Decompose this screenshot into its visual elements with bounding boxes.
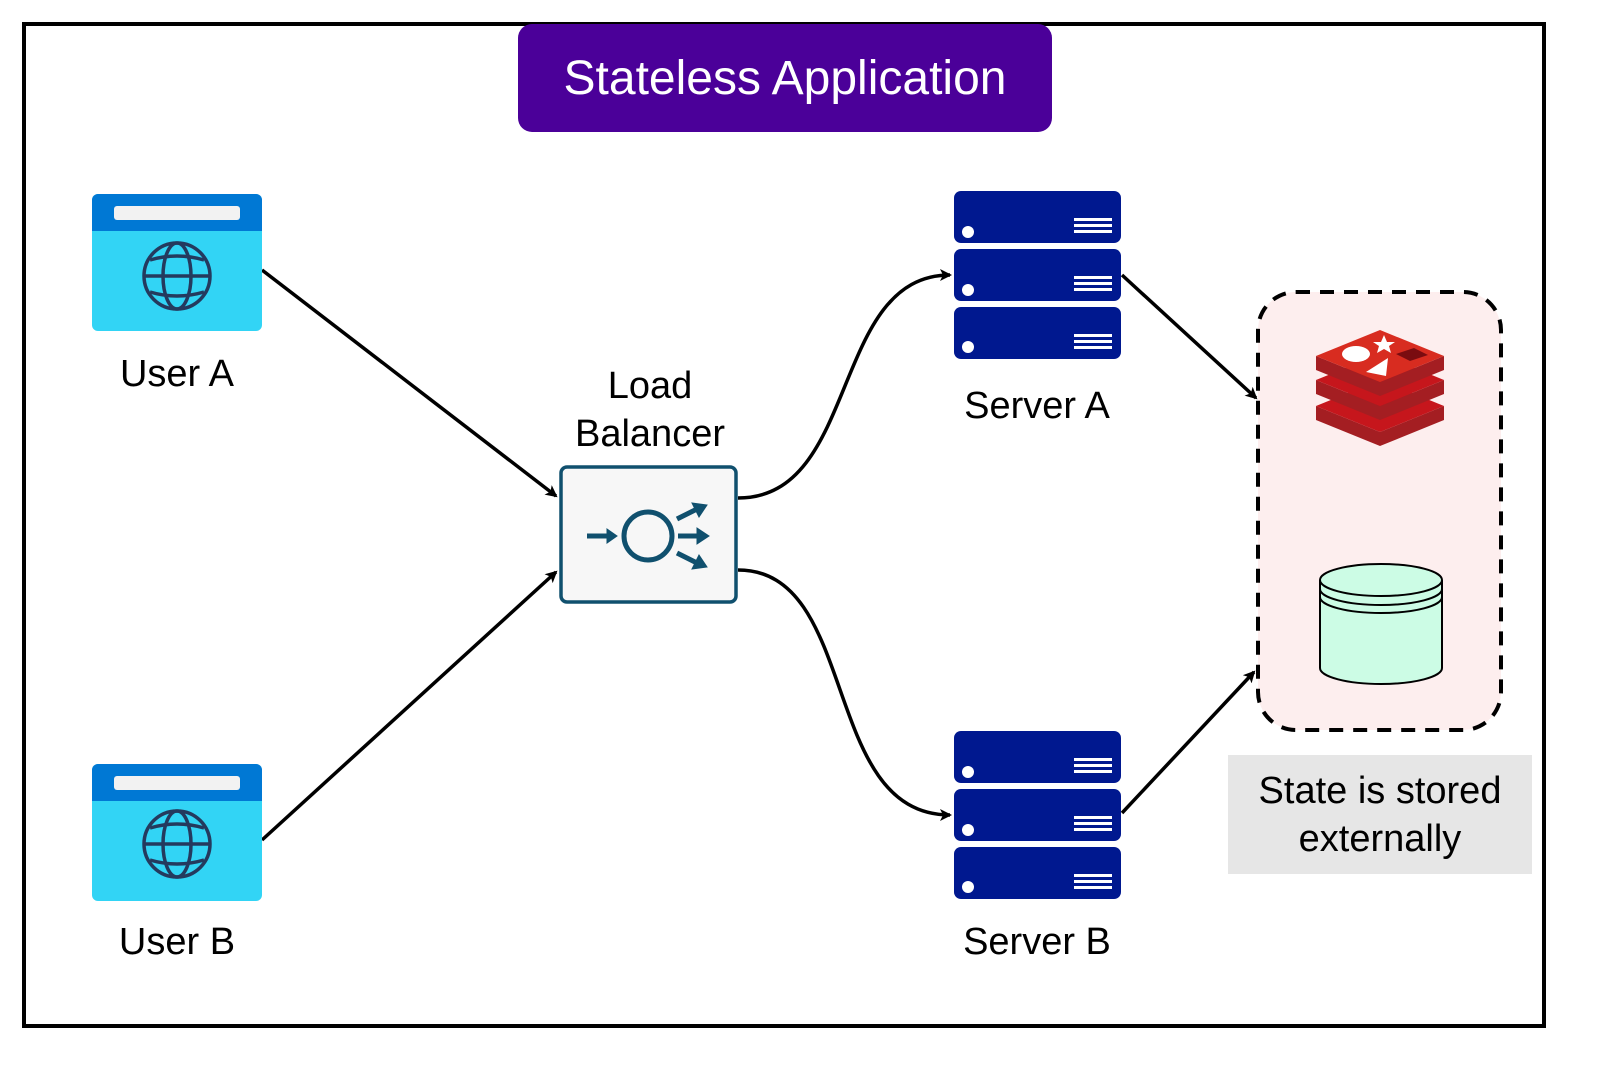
- state-note-line1: State is stored: [1258, 769, 1502, 812]
- database-icon[interactable]: [1319, 563, 1443, 685]
- browser-globe-icon-user-b[interactable]: [92, 764, 262, 901]
- server-unit: [954, 191, 1121, 243]
- user-b-label: User B: [118, 921, 236, 963]
- load-balancer-label-line2: Balancer: [575, 413, 725, 455]
- edge-load-balancer-to-server-a: [737, 269, 952, 500]
- server-rack-icon-server-b[interactable]: [954, 731, 1121, 899]
- load-balancer-icon[interactable]: [559, 465, 738, 604]
- title-text: Stateless Application: [563, 51, 1007, 105]
- server-a-label: Server A: [964, 385, 1110, 427]
- server-rack-icon-server-a[interactable]: [954, 191, 1121, 359]
- state-note-line2: externally: [1298, 817, 1462, 860]
- browser-globe-icon-user-a[interactable]: [92, 194, 262, 331]
- edge-user-b-to-load-balancer: [260, 570, 558, 842]
- server-b-label: Server B: [963, 921, 1111, 963]
- state-note: State is stored externally: [1228, 755, 1532, 874]
- edge-user-a-to-load-balancer: [260, 268, 558, 498]
- edge-server-b-to-store: [1120, 670, 1256, 815]
- edge-server-a-to-store: [1120, 273, 1258, 400]
- load-balancer-label-line1: Load: [607, 365, 693, 407]
- user-a-label: User A: [119, 353, 235, 395]
- edge-load-balancer-to-server-b: [737, 568, 952, 821]
- redis-icon[interactable]: [1316, 330, 1444, 446]
- title-banner: Stateless Application: [518, 24, 1052, 132]
